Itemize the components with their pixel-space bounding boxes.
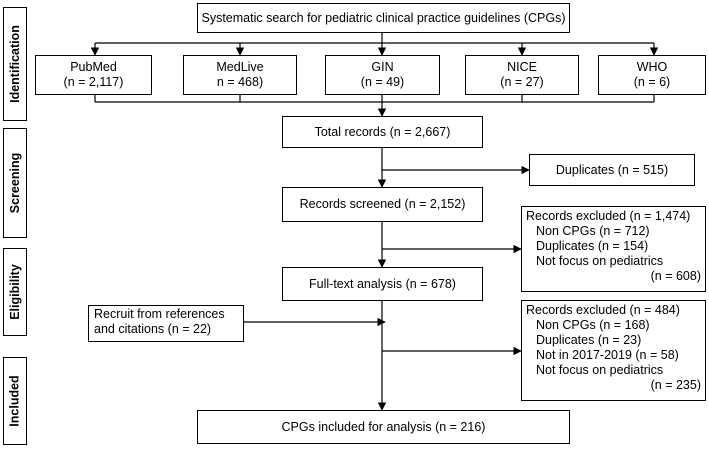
excluded-item: Not focus on pediatrics [536,254,664,268]
duplicates-box: Duplicates (n = 515) [529,154,695,186]
search-box: Systematic search for pediatric clinical… [197,3,570,33]
records-excluded-box-1: Records excluded (n = 1,474) Non CPGs (n… [521,206,706,292]
included-box: CPGs included for analysis (n = 216) [197,410,570,444]
source-gin: GIN (n = 49) [325,55,440,95]
source-name: WHO [636,60,668,74]
total-records-text: Total records (n = 2,667) [314,124,451,139]
source-name: GIN [371,60,394,74]
full-text-box: Full-text analysis (n = 678) [282,267,483,301]
source-count: n = 468) [216,75,264,89]
excluded-title: Records excluded (n = 1,474) [526,209,691,223]
phase-eligibility-label: Eligibility [8,264,22,320]
excluded-item: Not focus on pediatrics [536,363,664,377]
source-nice: NICE (n = 27) [465,55,579,95]
search-text: Systematic search for pediatric clinical… [201,10,566,25]
recruit-line-1: Recruit from references [94,307,225,321]
source-who: WHO (n = 6) [598,55,706,95]
included-text: CPGs included for analysis (n = 216) [281,419,486,434]
source-name: NICE [507,60,537,74]
source-count: (n = 27) [500,75,544,89]
excluded-item: Non CPGs (n = 712) [536,224,650,238]
phase-screening: Screening [3,128,27,238]
phase-included-label: Included [8,375,22,427]
excluded-item-count: (n = 235) [650,378,701,392]
source-name: MedLive [216,60,264,74]
duplicates-text: Duplicates (n = 515) [555,162,669,177]
excluded-item: Non CPGs (n = 168) [536,318,650,332]
phase-identification-label: Identification [8,25,22,103]
source-count: (n = 49) [360,75,405,89]
phase-identification: Identification [3,7,27,121]
excluded-item: Duplicates (n = 154) [536,239,649,253]
phase-eligibility: Eligibility [3,248,27,336]
excluded-title: Records excluded (n = 484) [526,303,680,317]
source-count: (n = 6) [633,75,671,89]
recruit-box: Recruit from references and citations (n… [88,305,244,342]
source-name: PubMed [70,60,117,74]
full-text-text: Full-text analysis (n = 678) [309,276,456,291]
source-pubmed: PubMed (n = 2,117) [35,55,152,95]
excluded-item: Not in 2017-2019 (n = 58) [536,348,679,362]
total-records-box: Total records (n = 2,667) [282,116,483,148]
records-screened-box: Records screened (n = 2,152) [282,187,483,222]
excluded-item: Duplicates (n = 23) [536,333,642,347]
source-count: (n = 2,117) [63,75,124,89]
phase-included: Included [3,357,27,445]
records-excluded-box-2: Records excluded (n = 484) Non CPGs (n =… [521,300,706,401]
excluded-item-count: (n = 608) [650,269,701,283]
source-medlive: MedLive n = 468) [183,55,297,95]
records-screened-text: Records screened (n = 2,152) [299,197,466,211]
phase-screening-label: Screening [8,152,22,214]
recruit-line-2: and citations (n = 22) [94,322,212,336]
